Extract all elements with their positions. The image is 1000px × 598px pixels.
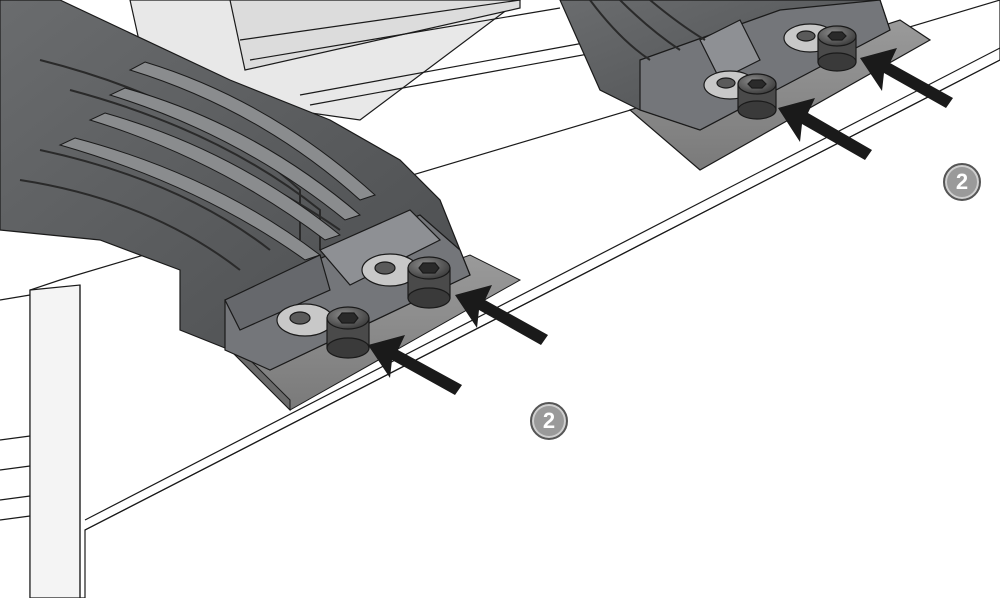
fasteners-left — [276, 253, 451, 359]
bolt-icon — [326, 306, 370, 359]
bolt-icon — [737, 73, 777, 120]
arrow-icon — [778, 98, 872, 160]
arrows — [368, 48, 953, 395]
arrow-icon — [368, 335, 462, 395]
arrow-icon — [860, 48, 953, 108]
bolt-icon — [407, 256, 451, 309]
callout-number: 2 — [943, 163, 981, 201]
arrow-icon — [455, 285, 548, 345]
callout-number: 2 — [530, 402, 568, 440]
fasteners-right — [703, 23, 857, 120]
bolt-icon — [817, 25, 857, 72]
